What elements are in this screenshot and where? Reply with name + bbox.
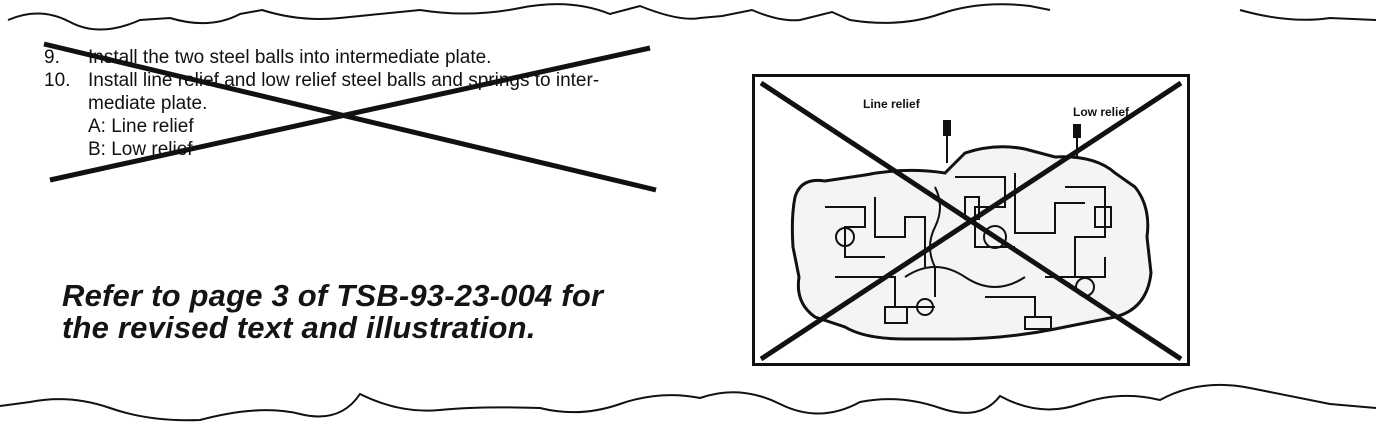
procedure-steps: 9. Install the two steel balls into inte… — [44, 46, 684, 161]
step-9: 9. Install the two steel balls into inte… — [44, 46, 684, 69]
step-text: Install line relief and low relief steel… — [88, 69, 684, 115]
valve-body-illustration: Line relief Low relief — [752, 74, 1190, 366]
step-subitem-a: A: Line relief — [88, 116, 194, 137]
valve-body-drawing — [759, 80, 1183, 362]
label-low-relief: Low relief — [1073, 105, 1130, 119]
step-number: 9. — [44, 47, 60, 68]
notice-line1: Refer to page 3 of TSB-93-23-004 for — [62, 278, 604, 313]
step-10: 10. Install line relief and low relief s… — [44, 69, 684, 115]
step-text: Install the two steel balls into interme… — [88, 47, 492, 68]
step-subitem-b: B: Low relief — [88, 139, 193, 160]
torn-edge-top — [7, 3, 1376, 31]
label-line-relief: Line relief — [863, 97, 920, 111]
torn-edge-bottom — [0, 383, 1376, 422]
revision-notice: Refer to page 3 of TSB-93-23-004 for the… — [62, 280, 603, 344]
step-number: 10. — [44, 70, 71, 91]
notice-line2: the revised text and illustration. — [62, 310, 536, 345]
step-text-line2: mediate plate. — [88, 93, 208, 114]
step-text-line1: Install line relief and low relief steel… — [88, 70, 600, 91]
